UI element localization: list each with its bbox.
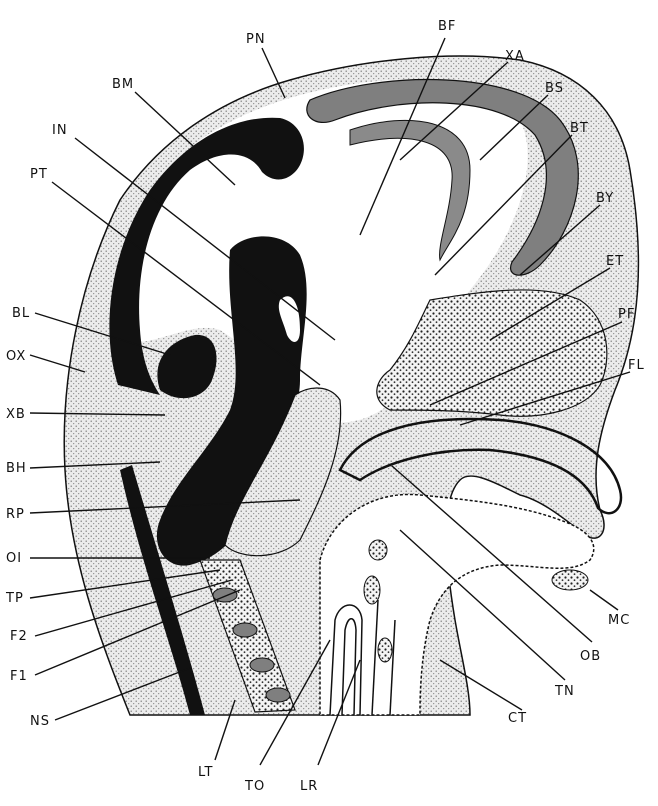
label-tn: TN bbox=[554, 684, 575, 699]
label-mc: MC bbox=[608, 613, 630, 628]
label-xa: XA bbox=[505, 49, 525, 64]
label-ns: NS bbox=[30, 714, 50, 729]
label-bf: BF bbox=[438, 19, 456, 34]
label-bl: BL bbox=[12, 306, 30, 321]
label-bh: BH bbox=[6, 461, 27, 476]
label-f1: F1 bbox=[10, 669, 28, 684]
label-lt: LT bbox=[198, 765, 213, 780]
label-bt: BT bbox=[570, 121, 589, 136]
label-ob: OB bbox=[580, 649, 601, 664]
label-by: BY bbox=[596, 191, 614, 206]
label-ct: CT bbox=[508, 711, 527, 726]
label-xb: XB bbox=[6, 407, 26, 422]
label-bs: BS bbox=[545, 81, 564, 96]
label-to: TO bbox=[244, 779, 265, 794]
label-fl: FL bbox=[628, 358, 645, 373]
label-pn: PN bbox=[246, 32, 266, 47]
label-f2: F2 bbox=[10, 629, 28, 644]
label-ox: OX bbox=[6, 349, 26, 364]
label-lr: LR bbox=[300, 779, 318, 794]
label-in: IN bbox=[52, 123, 68, 138]
label-tp: TP bbox=[5, 591, 24, 606]
label-oi: OI bbox=[6, 551, 22, 566]
label-bm: BM bbox=[112, 77, 134, 92]
label-rp: RP bbox=[6, 507, 25, 522]
label-et: ET bbox=[606, 254, 624, 269]
label-pt: PT bbox=[30, 167, 48, 182]
label-pf: PF bbox=[618, 307, 635, 322]
